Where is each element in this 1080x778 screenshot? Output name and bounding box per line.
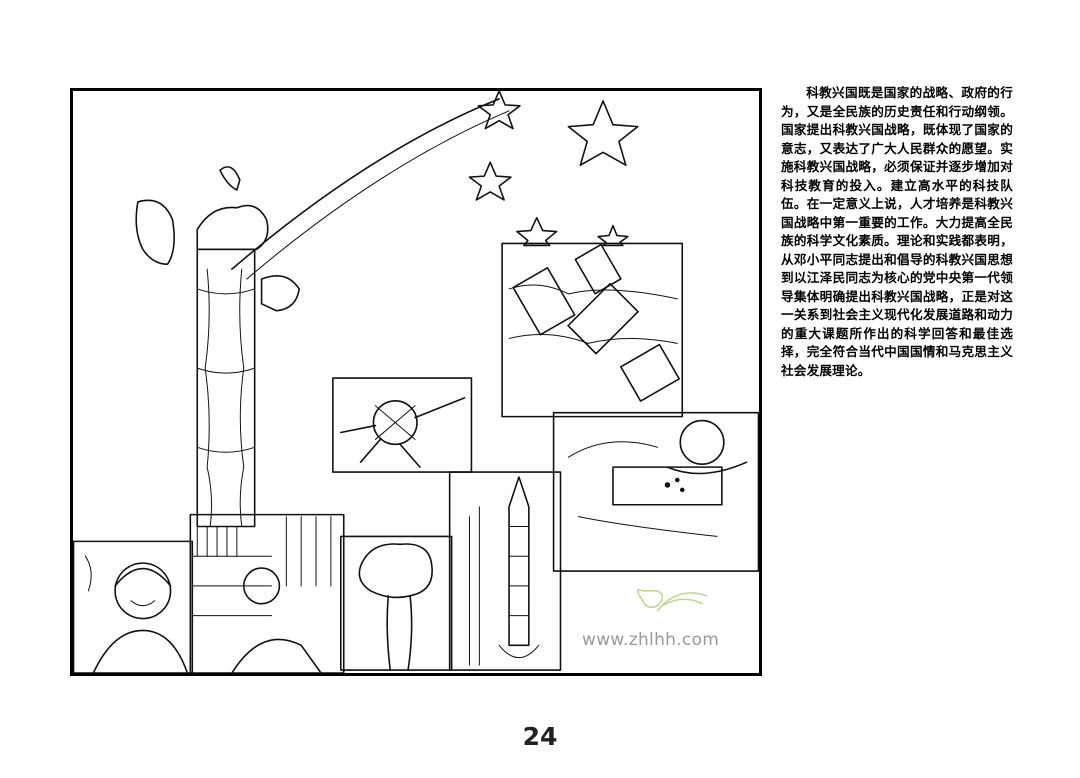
star-icon — [477, 91, 521, 130]
star-icon — [468, 161, 512, 201]
flag-arc-inner — [246, 110, 510, 280]
line-art-illustration — [70, 88, 762, 676]
library-panel — [189, 513, 345, 673]
article-paragraph: 科教兴国既是国家的战略、政府的行为，又是全民族的历史责任和行动纲领。国家提出科教… — [781, 84, 1013, 380]
watermark-url: www.zhlhh.com — [582, 630, 720, 650]
star-icon — [567, 100, 639, 167]
satellite-panel — [332, 377, 473, 473]
page-number: 24 — [522, 722, 558, 751]
paragraph-text: 科教兴国既是国家的战略、政府的行为，又是全民族的历史责任和行动纲领。国家提出科教… — [781, 85, 1013, 378]
huabiao-column — [135, 166, 300, 528]
astronaut-panel — [552, 411, 759, 572]
rocket-launch-panel — [448, 471, 562, 671]
flag-arc — [231, 98, 500, 270]
spacecraft-panel — [501, 242, 684, 418]
star-icon — [516, 216, 558, 247]
zhlhh-logo-icon — [636, 588, 708, 612]
star-icon — [597, 224, 629, 247]
scientist-portrait-panel — [73, 540, 194, 673]
mushroom-cloud-panel — [339, 535, 453, 671]
